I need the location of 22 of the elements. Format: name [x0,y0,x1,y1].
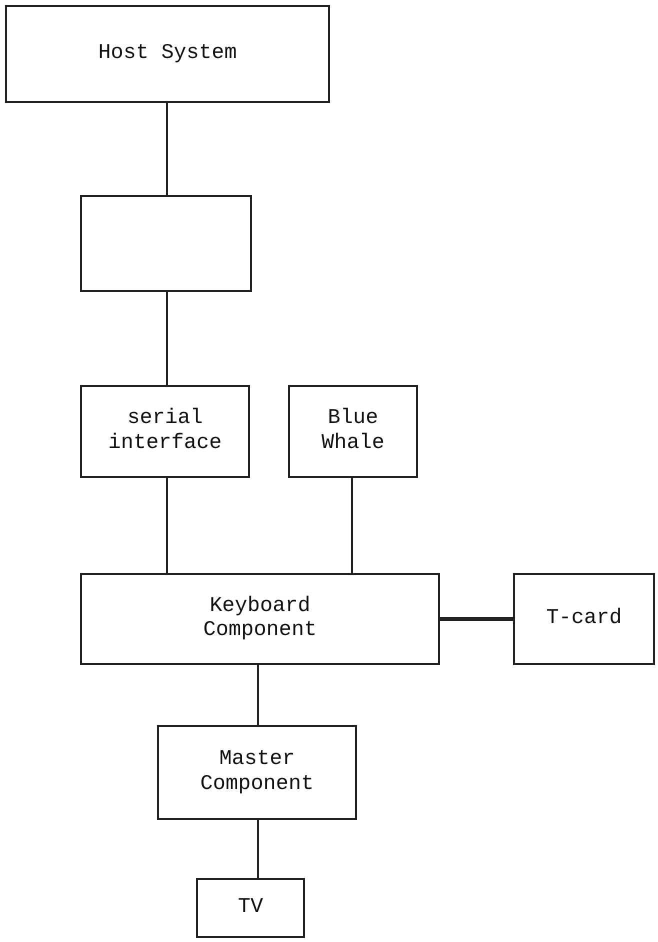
component-box [80,573,440,665]
component-box [5,5,330,103]
connector-line [257,665,259,725]
box-label: TV [238,896,264,920]
connector-line [257,820,259,878]
box-label: serial interface [107,407,223,456]
component-box [513,573,655,665]
connector-line [166,103,168,195]
box-label: Master Component [199,748,315,797]
empty-box [80,195,252,292]
component-box [80,385,250,478]
connector-line [166,292,168,385]
connector-line [351,478,353,573]
box-label: T-card [546,606,622,632]
component-box [288,385,418,478]
box-label: Blue Whale [320,407,386,456]
box-label: Host System [98,42,237,66]
connector-line [440,617,513,621]
component-box [196,878,305,938]
component-box [157,725,357,820]
connector-line [166,478,168,573]
box-label: Keyboard Component [202,594,318,644]
